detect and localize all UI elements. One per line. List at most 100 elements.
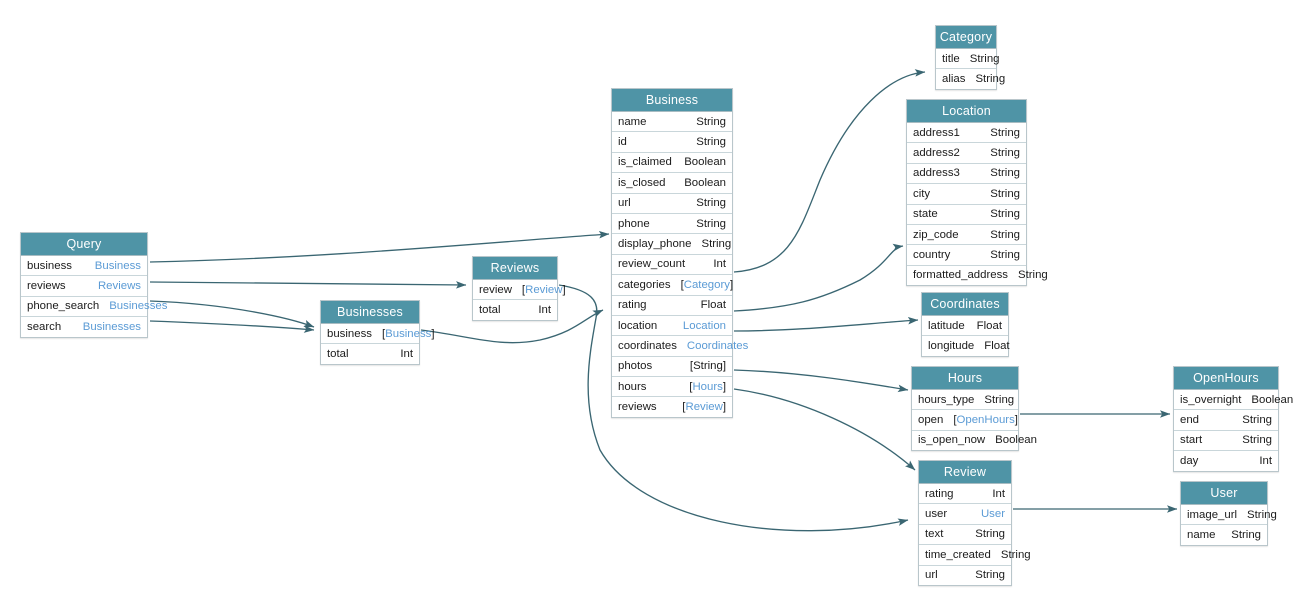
field-type: String — [696, 115, 726, 128]
field-name: reviews — [27, 280, 66, 293]
field-type: [Review] — [682, 401, 726, 414]
field-name: name — [1187, 529, 1216, 542]
field-name: day — [1180, 454, 1199, 467]
field-row[interactable]: open[OpenHours] — [912, 410, 1018, 431]
field-name: alias — [942, 73, 966, 86]
field-type: [Review] — [521, 283, 566, 296]
field-type: String — [990, 167, 1020, 180]
field-type-inner: Review — [685, 401, 723, 414]
field-name: business — [327, 327, 372, 340]
field-type: Businesses — [109, 300, 168, 313]
field-row[interactable]: photos[String] — [612, 356, 732, 378]
field-type: Int — [1259, 454, 1272, 467]
field-type: Boolean — [684, 176, 726, 189]
field-type-inner: OpenHours — [956, 414, 1015, 427]
field-type: Boolean — [684, 156, 726, 169]
field-name: rating — [618, 299, 647, 312]
field-name: categories — [618, 278, 671, 291]
field-name: phone_search — [27, 300, 100, 313]
field-name: id — [618, 136, 627, 149]
field-row[interactable]: reviews [Review] — [612, 397, 732, 417]
node-title-query: Query — [21, 233, 147, 256]
field-name: reviews — [618, 401, 657, 414]
field-name: formatted_address — [913, 269, 1008, 282]
field-name: time_created — [925, 548, 991, 561]
field-name: end — [1180, 414, 1200, 427]
field-type: Int — [538, 304, 551, 317]
node-title-category: Category — [936, 26, 996, 49]
field-type: String — [969, 52, 1000, 65]
field-row[interactable]: phone_search Businesses — [21, 296, 167, 318]
field-row[interactable]: review[Review] — [473, 280, 566, 301]
field-type: String — [990, 187, 1020, 200]
field-name: url — [618, 197, 631, 210]
field-name: image_url — [1187, 508, 1238, 521]
edge-query-phone_search-to-businesses-business — [149, 300, 315, 328]
field-name: state — [913, 208, 938, 221]
edge-business-categories-to-category — [733, 69, 926, 273]
field-type-inner: Business — [385, 327, 432, 340]
field-row[interactable]: day Int — [1174, 451, 1278, 471]
field-name: is_claimed — [618, 156, 672, 169]
field-row[interactable]: is_claimed Boolean — [612, 152, 732, 174]
field-row[interactable]: business[Business] — [321, 324, 435, 345]
field-type: String — [696, 217, 726, 230]
field-name: address2 — [913, 147, 960, 160]
field-row[interactable]: hours[Hours] — [612, 377, 732, 398]
field-row[interactable]: categories[Category] — [612, 275, 733, 296]
